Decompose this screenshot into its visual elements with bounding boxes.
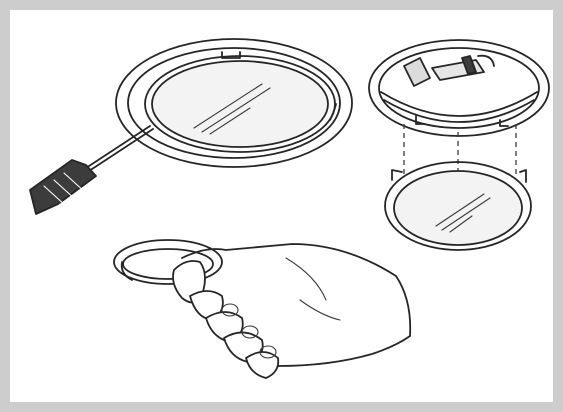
hand <box>173 244 410 378</box>
recessed-light-fixture <box>116 39 352 167</box>
glass-cover-ring <box>385 162 531 250</box>
screwdriver <box>30 126 153 214</box>
fixture-housing-top <box>369 40 549 136</box>
